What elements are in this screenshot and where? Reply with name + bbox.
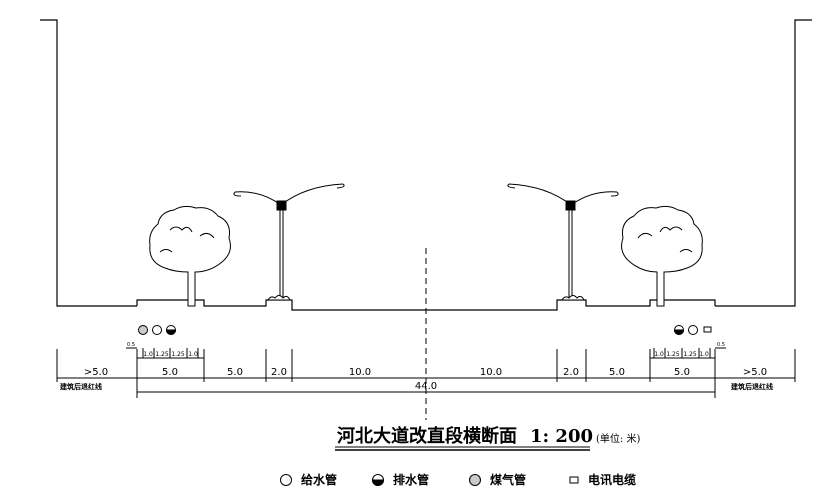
dim-strip-right: 2.0 <box>563 367 579 378</box>
dim-curb-left: 0.5 <box>127 342 135 348</box>
ground-profile <box>136 299 716 311</box>
open-circle-icon <box>280 474 292 486</box>
hatched-circle-icon <box>469 474 481 486</box>
dim-bike-left: 5.0 <box>227 367 243 378</box>
dim-pipe-right-1: 1.0 <box>654 351 664 358</box>
legend-label-water: 给水管 <box>301 472 337 487</box>
telecom-cable-icon <box>703 326 712 333</box>
building-outline-left <box>40 19 137 307</box>
street-lamp-right <box>507 183 619 301</box>
dimension-lines <box>56 347 796 398</box>
drawing-scale: 1: 200 <box>530 426 593 447</box>
dim-lane-left: 10.0 <box>349 367 371 378</box>
setback-label-left: 建筑后退红线 <box>60 382 102 391</box>
legend-label-gas: 煤气管 <box>490 472 526 487</box>
tree-left <box>149 205 231 307</box>
dim-pipe-left-2: 1.25 <box>155 351 169 358</box>
setback-label-right: 建筑后退红线 <box>731 382 773 391</box>
dim-outer-left: >5.0 <box>84 367 108 378</box>
unit-note: (单位: 米) <box>596 432 640 445</box>
dim-pipe-right-3: 1.25 <box>683 351 697 358</box>
water-pipe-icon <box>688 325 698 335</box>
title-underline <box>335 446 590 451</box>
small-rectangle-icon <box>569 476 579 484</box>
dim-curb-right: 0.5 <box>717 342 725 348</box>
legend-icons <box>280 474 579 486</box>
dim-pipe-left-3: 1.25 <box>171 351 185 358</box>
pipes-left <box>138 325 177 335</box>
pipes-right <box>673 325 712 335</box>
dim-bike-right: 5.0 <box>609 367 625 378</box>
legend-label-telecom: 电讯电缆 <box>588 472 636 487</box>
dim-pipe-right-2: 1.25 <box>666 351 680 358</box>
legend-label-drain: 排水管 <box>393 472 429 487</box>
gas-pipe-icon <box>138 325 148 335</box>
street-lamp-left <box>233 183 345 301</box>
dim-pipe-right-4: 1.0 <box>699 351 709 358</box>
dim-outer-right: >5.0 <box>743 367 767 378</box>
dim-pipe-left-1: 1.0 <box>143 351 153 358</box>
dim-sidewalk-left: 5.0 <box>162 367 178 378</box>
tree-right <box>621 205 703 307</box>
dim-sidewalk-right: 5.0 <box>674 367 690 378</box>
building-outline-right <box>715 19 812 307</box>
dim-total: 44.0 <box>415 381 437 392</box>
drawing-title: 河北大道改直段横断面 <box>337 425 517 447</box>
dim-pipe-left-4: 1.0 <box>188 351 198 358</box>
dim-lane-right: 10.0 <box>480 367 502 378</box>
dim-strip-left: 2.0 <box>271 367 287 378</box>
water-pipe-icon <box>152 325 162 335</box>
